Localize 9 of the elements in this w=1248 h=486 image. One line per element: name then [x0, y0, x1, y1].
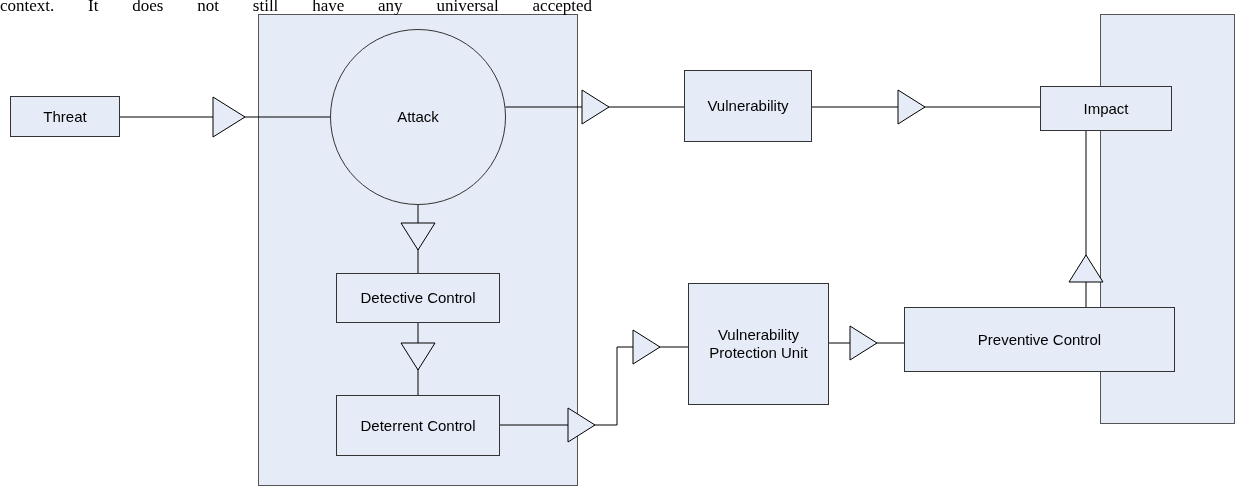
process-box: Preventive Control — [904, 307, 1175, 372]
process-box: Threat — [10, 96, 120, 137]
process-box: Impact — [1040, 86, 1172, 131]
group-panel — [258, 14, 578, 486]
process-box: Detective Control — [336, 273, 500, 323]
process-box: Vulnerability Protection Unit — [688, 283, 829, 405]
process-box: Deterrent Control — [336, 395, 500, 456]
process-circle: Attack — [330, 29, 506, 205]
process-box: Vulnerability — [684, 70, 812, 142]
